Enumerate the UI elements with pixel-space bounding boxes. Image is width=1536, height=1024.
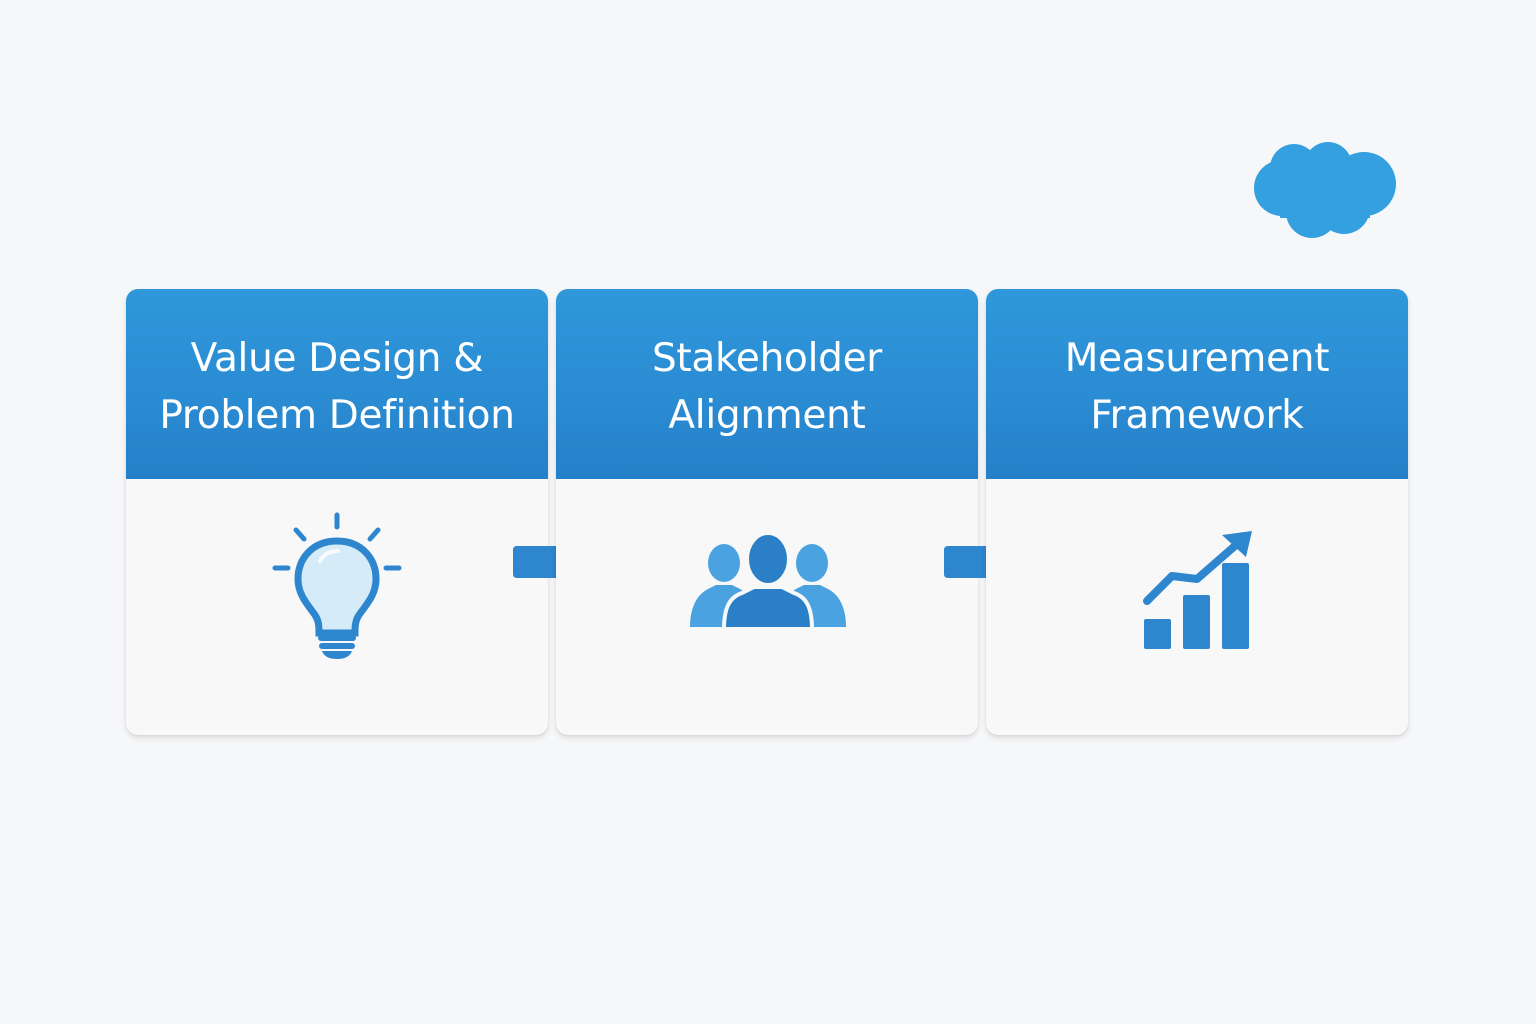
step-body bbox=[126, 479, 548, 735]
step-card-measurement-framework: Measurement Framework bbox=[986, 289, 1408, 735]
step-title: Stakeholder Alignment bbox=[651, 336, 883, 438]
step-header: Stakeholder Alignment bbox=[556, 289, 978, 479]
step-header: Measurement Framework bbox=[986, 289, 1408, 479]
step-body bbox=[986, 479, 1408, 735]
people-group-icon bbox=[690, 531, 846, 631]
step-title: Value Design & Problem Definition bbox=[159, 336, 515, 438]
cloud-icon bbox=[1254, 142, 1396, 238]
step-title: Measurement Framework bbox=[1064, 336, 1330, 438]
lightbulb-icon bbox=[272, 512, 402, 659]
step-card-stakeholder-alignment: Stakeholder Alignment bbox=[556, 289, 978, 735]
step-header: Value Design & Problem Definition bbox=[126, 289, 548, 479]
step-body bbox=[556, 479, 978, 735]
step-card-value-design: Value Design & Problem Definition bbox=[126, 289, 548, 735]
bar-chart-growth-icon bbox=[1143, 531, 1252, 649]
